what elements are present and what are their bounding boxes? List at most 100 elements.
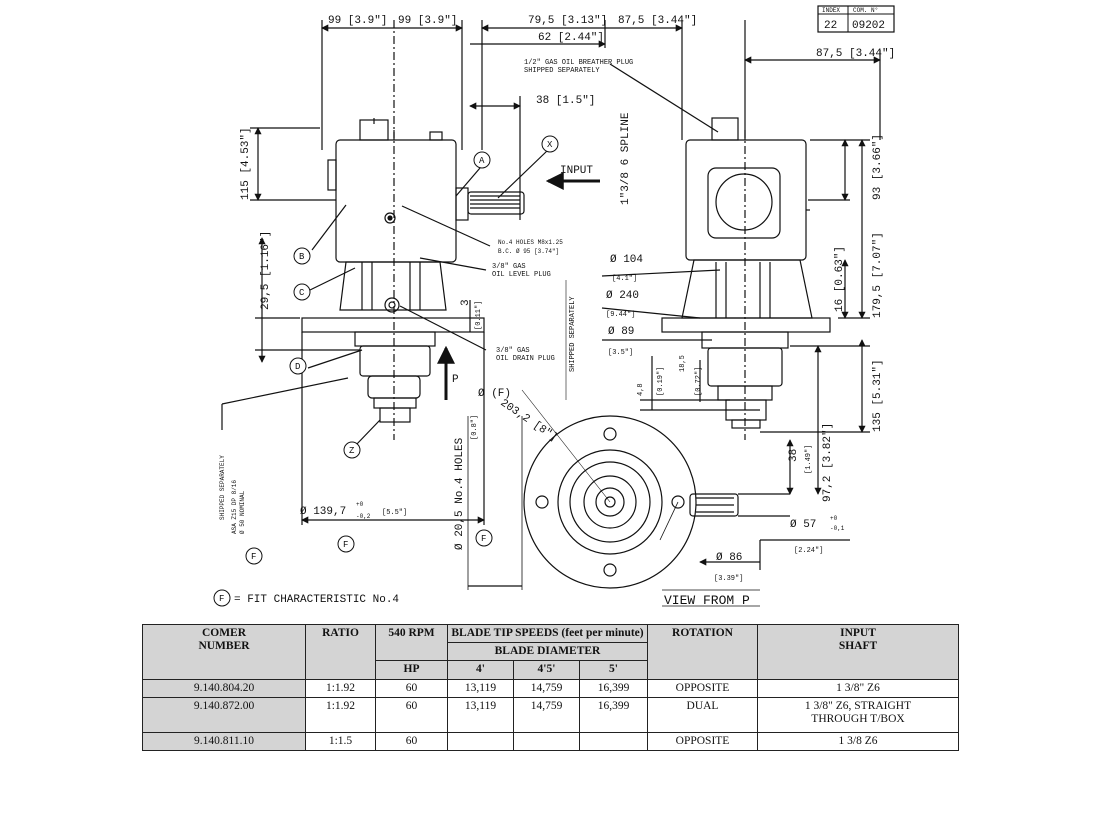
callout-c: C — [299, 288, 305, 298]
cell-speed-5: 16,399 — [579, 679, 648, 698]
dim-203-2: 203,2 [8"] — [498, 397, 559, 444]
cell-rotation: OPPOSITE — [647, 732, 758, 751]
view-from-p: VIEW FROM P — [664, 593, 750, 608]
dim-d139-in: [5.5"] — [382, 509, 407, 517]
cell-ratio: 1:1.92 — [305, 679, 376, 698]
callout-letters: A X B C D Z F F F F — [219, 140, 553, 604]
header-dia-5: 5' — [579, 660, 648, 680]
spline-label: 1"3/8 6 SPLINE — [620, 112, 632, 205]
drain-plug-1: 3/8" GAS — [496, 347, 530, 355]
cell-speed-4-5 — [513, 732, 580, 751]
level-plug-2: OIL LEVEL PLUG — [492, 271, 551, 279]
index-value: 22 — [824, 20, 837, 32]
header-rotation: ROTATION — [647, 624, 758, 680]
asa-label-2: Ø 50 NOMINAL — [239, 490, 246, 534]
callout-f-1: F — [251, 552, 256, 562]
cell-ratio: 1:1.5 — [305, 732, 376, 751]
dim-29-5: 29,5 [1.16"] — [260, 231, 272, 310]
callout-a: A — [479, 156, 485, 166]
table-row: 9.140.872.00 1:1.92 60 13,119 14,759 16,… — [142, 697, 959, 733]
fit-characteristic-note: = FIT CHARACTERISTIC No.4 — [234, 594, 399, 606]
dim-97-2: 97,2 [3.82"] — [822, 423, 834, 502]
dim-d57-tol-up: +0 — [830, 515, 838, 522]
dim-d139-tol-down: -0,2 — [356, 513, 371, 520]
callout-f-2: F — [343, 540, 348, 550]
cell-rotation: OPPOSITE — [647, 679, 758, 698]
cell-speed-4 — [447, 732, 514, 751]
cell-speed-4-5: 14,759 — [513, 697, 580, 733]
dim-79-5: 79,5 [3.13"] — [528, 15, 607, 27]
cell-speed-5: 16,399 — [579, 697, 648, 733]
dim-d104-in: [4.1"] — [612, 275, 637, 283]
header-ratio: RATIO — [305, 624, 376, 680]
index-header: INDEX — [822, 7, 840, 14]
callout-f-4: F — [219, 594, 224, 604]
dim-holes-20-5-in: [0.8"] — [471, 415, 479, 440]
bottom-view — [467, 345, 850, 607]
dim-179-5: 179,5 [7.07"] — [872, 232, 884, 318]
cell-speed-4: 13,119 — [447, 679, 514, 698]
dim-87-5-top: 87,5 [3.44"] — [618, 15, 697, 27]
holes-label-2: B.C. Ø 95 [3.74"] — [498, 248, 559, 255]
table-row: 9.140.804.20 1:1.92 60 13,119 14,759 16,… — [142, 679, 959, 698]
table-row: 9.140.811.10 1:1.5 60 OPPOSITE 1 3/8 Z6 — [142, 732, 959, 751]
com-header: COM. N° — [853, 7, 878, 14]
header-dia-4-5: 4'5' — [513, 660, 580, 680]
cell-hp: 60 — [375, 732, 448, 751]
dim-18-5: 18,5 — [679, 355, 687, 372]
dim-38-top: 38 [1.5"] — [536, 95, 595, 107]
index-box: INDEX COM. N° 22 09202 — [817, 5, 895, 33]
asa-label-1: ASA Z15 DP 8/16 — [231, 480, 238, 534]
cell-input-shaft: 1 3/8 Z6 — [757, 732, 959, 751]
dim-38-right: 38 — [788, 449, 800, 462]
breather-label-1: 1/2" GAS OIL BREATHER PLUG — [524, 59, 633, 67]
dim-d139: Ø 139,7 — [300, 506, 346, 518]
dim-3-in: [0.11"] — [475, 301, 483, 330]
input-label: INPUT — [560, 165, 593, 177]
callout-d: D — [295, 362, 300, 372]
cell-speed-4-5: 14,759 — [513, 679, 580, 698]
cell-number: 9.140.872.00 — [142, 697, 306, 733]
dim-d57-in: [2.24"] — [794, 547, 823, 555]
dim-d240: Ø 240 — [606, 290, 639, 302]
callout-bubbles — [213, 135, 559, 607]
header-blade-tip-speeds: BLADE TIP SPEEDS (feet per minute) — [447, 624, 648, 643]
dim-d89: Ø 89 — [608, 326, 634, 338]
technical-drawing: INDEX COM. N° 22 09202 — [213, 5, 895, 608]
holes-label-1: No.4 HOLES M8x1.25 — [498, 239, 563, 246]
dim-d57-tol-down: -0,1 — [830, 525, 845, 532]
dim-4-8: 4,8 — [637, 383, 645, 396]
dim-4-8-in: [0.19"] — [657, 367, 665, 396]
cell-rotation: DUAL — [647, 697, 758, 733]
cell-input-shaft: 1 3/8" Z6 — [757, 679, 959, 698]
arrow-p-label: P — [452, 374, 459, 386]
dim-115: 115 [4.53"] — [240, 127, 252, 200]
cell-speed-5 — [579, 732, 648, 751]
dim-d57: Ø 57 — [790, 519, 816, 531]
dim-d89-in: [3.5"] — [608, 349, 633, 357]
dim-38-right-in: [1.49"] — [805, 445, 813, 474]
header-blade-diameter: BLADE DIAMETER — [447, 642, 648, 661]
shipped-separately-left: SHIPPED SEPARATELY — [219, 455, 226, 520]
callout-b: B — [299, 252, 305, 262]
dim-93: 93 [3.66"] — [872, 134, 884, 200]
dim-99-a: 99 [3.9"] — [328, 15, 387, 27]
callout-x: X — [547, 140, 553, 150]
header-rpm: 540 RPM — [375, 624, 448, 661]
dim-135: 135 [5.31"] — [872, 359, 884, 432]
dim-87-5-right: 87,5 [3.44"] — [816, 48, 895, 60]
level-plug-1: 3/8" GAS — [492, 263, 526, 271]
dim-18-5-in: [0.72"] — [695, 367, 703, 396]
dim-d104: Ø 104 — [610, 254, 643, 266]
dim-d-f: Ø (F) — [478, 388, 511, 400]
side-view — [565, 20, 881, 440]
front-view — [221, 20, 719, 525]
cell-number: 9.140.804.20 — [142, 679, 306, 698]
dim-d240-in: [9.44"] — [606, 311, 635, 319]
dim-d86: Ø 86 — [716, 552, 742, 564]
dimension-labels: 99 [3.9"] 99 [3.9"] 79,5 [3.13"] 87,5 [3… — [219, 15, 895, 608]
